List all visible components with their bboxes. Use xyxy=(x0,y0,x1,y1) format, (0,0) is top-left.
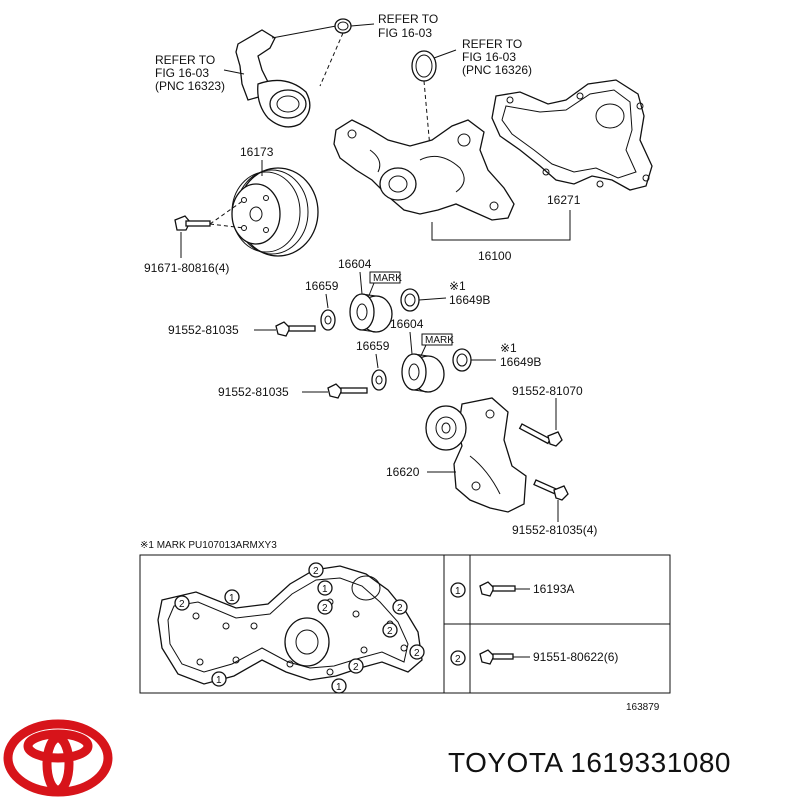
callout-2-left: 2 xyxy=(174,595,190,611)
idler-pulley-b xyxy=(401,353,445,393)
callout-2-mid: 2 xyxy=(317,599,333,615)
legend-2-number: 2 xyxy=(455,654,461,665)
svg-text:1: 1 xyxy=(336,682,342,693)
label-16659-b: 16659 xyxy=(356,339,390,353)
label-16649b-a: 16649B xyxy=(449,293,490,307)
label-16100: 16100 xyxy=(478,249,512,263)
legend-1-number: 1 xyxy=(455,586,461,597)
gasket-bolt-legend-box xyxy=(139,554,671,694)
svg-text:2: 2 xyxy=(387,626,393,637)
callout-2-top: 2 xyxy=(308,562,324,578)
mark-box-a: MARK xyxy=(373,273,402,284)
svg-text:1: 1 xyxy=(229,593,235,604)
svg-text:2: 2 xyxy=(397,603,403,614)
refer-label-c-line1: REFER TO xyxy=(462,37,522,51)
callout-2-right-mid: 2 xyxy=(382,622,398,638)
label-91552-81070: 91552-81070 xyxy=(512,384,583,398)
idler-bolt-b xyxy=(327,383,368,399)
legend-2-part-number: 91551-80622(6) xyxy=(533,650,618,664)
callout-2-lower-mid: 2 xyxy=(348,658,364,674)
footnote-mark: ※1 MARK PU107013ARMXY3 xyxy=(140,540,277,551)
label-16659-a: 16659 xyxy=(305,279,339,293)
label-91552-81035-4: 91552-81035(4) xyxy=(512,523,597,537)
toyota-logo-icon xyxy=(3,719,113,797)
note-mark-a: ※1 xyxy=(449,279,466,293)
svg-text:2: 2 xyxy=(353,662,359,673)
idler-dust-cover-b xyxy=(452,348,496,372)
label-16649b-b: 16649B xyxy=(500,355,541,369)
callout-1-left-upper: 1 xyxy=(224,589,240,605)
refer-label-c-line2: FIG 16-03 xyxy=(462,50,516,64)
label-16604-b: 16604 xyxy=(390,317,424,331)
gasket-position-diagram xyxy=(157,565,423,685)
label-16604-a: 16604 xyxy=(338,257,372,271)
water-pump-gasket xyxy=(491,79,653,191)
idler-washer-b xyxy=(371,369,387,391)
refer-label-b-line3: (PNC 16323) xyxy=(155,79,225,93)
idler-bolt-a xyxy=(275,321,316,337)
label-16271: 16271 xyxy=(547,193,581,207)
pulley-bolt xyxy=(174,199,245,258)
tensioner-bolt-short xyxy=(533,479,569,522)
label-16173: 16173 xyxy=(240,145,274,159)
refer-label-b-line2: FIG 16-03 xyxy=(155,66,209,80)
refer-label-c-line3: (PNC 16326) xyxy=(462,63,532,77)
svg-text:1: 1 xyxy=(322,584,328,595)
callout-1-mid: 1 xyxy=(317,580,333,596)
mark-box-b: MARK xyxy=(425,335,454,346)
callout-2-right: 2 xyxy=(409,644,425,660)
idler-pulley-a xyxy=(349,293,393,333)
tensioner-bolt-long xyxy=(518,398,563,447)
water-pump-body xyxy=(333,119,515,221)
legend-row-1: 1 16193A xyxy=(450,581,574,598)
water-pump-pulley xyxy=(231,160,319,257)
svg-text:2: 2 xyxy=(322,603,328,614)
svg-text:2: 2 xyxy=(313,566,319,577)
callout-1-lower-left: 1 xyxy=(211,671,227,687)
figure-id: 163879 xyxy=(626,702,660,713)
o-ring-large xyxy=(319,32,457,149)
label-91552-81035-b: 91552-81035 xyxy=(218,385,289,399)
brand-part-number: TOYOTA 1619331080 xyxy=(448,747,731,778)
refer-label-b-line1: REFER TO xyxy=(155,53,215,67)
callout-2-right-upper: 2 xyxy=(392,599,408,615)
note-mark-b: ※1 xyxy=(500,341,517,355)
svg-text:1: 1 xyxy=(216,675,222,686)
belt-tensioner xyxy=(425,397,527,513)
o-ring-small xyxy=(334,18,375,34)
legend-1-part-number: 16193A xyxy=(533,582,574,596)
idler-washer-a xyxy=(320,309,336,331)
idler-dust-cover-a xyxy=(400,288,447,312)
label-91552-81035-a: 91552-81035 xyxy=(168,323,239,337)
callout-1-lower-right: 1 xyxy=(331,678,347,694)
legend-row-2: 2 91551-80622(6) xyxy=(450,649,618,666)
label-16620: 16620 xyxy=(386,465,420,479)
refer-label-a-line1: REFER TO xyxy=(378,12,438,26)
refer-label-a-line2: FIG 16-03 xyxy=(378,26,432,40)
svg-text:2: 2 xyxy=(179,599,185,610)
label-91671-80816: 91671-80816(4) xyxy=(144,261,229,275)
svg-text:2: 2 xyxy=(414,648,420,659)
water-inlet-pipe xyxy=(235,25,337,128)
